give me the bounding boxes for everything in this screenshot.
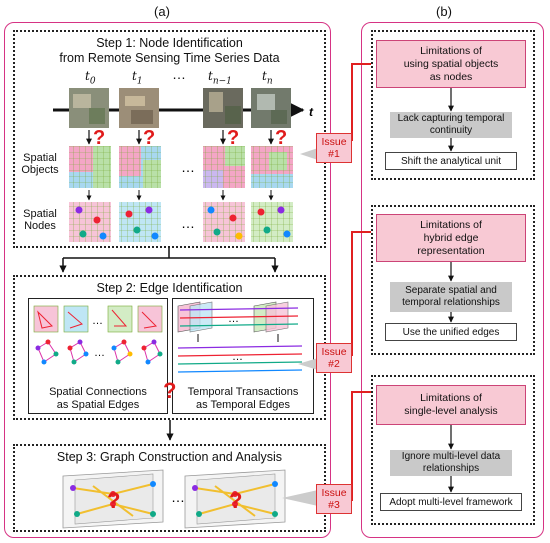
temporal-transaction-grids bbox=[177, 301, 299, 333]
ellipsis-temporal: … bbox=[228, 313, 239, 325]
limitation-1-box: Limitations of using spatial objects as … bbox=[376, 40, 526, 88]
limitation-3-box: Limitations of single-level analysis bbox=[376, 385, 526, 425]
issue-3-label: Issue#3 bbox=[316, 484, 352, 514]
question-mark-icon: ? bbox=[93, 127, 105, 149]
spatial-nodes-label: Spatial Nodes bbox=[23, 208, 57, 232]
t0-label: t0 bbox=[85, 69, 96, 87]
question-mark-icon: ? bbox=[107, 488, 120, 513]
spatial-edges-caption: Spatial Connections as Spatial Edges bbox=[49, 386, 147, 411]
ellipsis-top: … bbox=[172, 66, 186, 82]
satellite-image-tn-1 bbox=[203, 88, 243, 128]
multi-level-graph-left bbox=[62, 469, 164, 529]
ellipsis-spatial-graphs: … bbox=[94, 347, 105, 359]
limitation-2-box: Limitations of hybrid edge representatio… bbox=[376, 214, 526, 262]
spatial-node-dots bbox=[75, 206, 291, 240]
problem-1-box: Lack capturing temporal continuity bbox=[390, 112, 512, 138]
spatial-connections-grids bbox=[33, 305, 163, 333]
step2-to-step3-arrow bbox=[166, 420, 174, 441]
step1-title: Step 1: Node Identification from Remote … bbox=[59, 36, 280, 65]
step1-to-step2-arrows bbox=[59, 248, 279, 273]
issue-2-label: Issue#2 bbox=[316, 343, 352, 373]
ellipsis-spatial: … bbox=[92, 315, 103, 327]
step2-title: Step 2: Edge Identification bbox=[96, 281, 243, 295]
temporal-edges-caption: Temporal Transactions as Temporal Edges bbox=[187, 386, 299, 411]
question-mark-icon: ? bbox=[227, 127, 239, 149]
multi-level-graph-right bbox=[184, 469, 286, 529]
panel-b-label: (b) bbox=[436, 4, 452, 19]
step3-title: Step 3: Graph Construction and Analysis bbox=[56, 450, 283, 464]
solution-1-box: Shift the analytical unit bbox=[385, 152, 517, 170]
tn-1-label: tn−1 bbox=[208, 69, 232, 87]
axis-t-label: t bbox=[309, 105, 314, 119]
t1-label: t1 bbox=[132, 69, 143, 87]
ellipsis-objects: … bbox=[181, 159, 195, 175]
ellipsis-nodes: … bbox=[181, 215, 195, 231]
question-mark-icon: ? bbox=[143, 127, 155, 149]
solution-3-box: Adopt multi-level framework bbox=[380, 493, 522, 511]
panel-a-frame bbox=[4, 22, 331, 538]
question-mark-icon: ? bbox=[275, 127, 287, 149]
panel-b-frame bbox=[361, 22, 544, 538]
spatial-edge-dots bbox=[35, 339, 163, 365]
problem-3-box: Ignore multi-level data relationships bbox=[390, 450, 512, 476]
step2-graphics: … … … … bbox=[33, 301, 303, 373]
satellite-image-t1 bbox=[119, 88, 159, 128]
problem-2-box: Separate spatial and temporal relationsh… bbox=[390, 282, 512, 312]
step1-graphics: t … … ? ? ? ? bbox=[53, 88, 314, 242]
question-mark-icon: ? bbox=[163, 378, 177, 403]
question-mark-icon: ? bbox=[229, 488, 242, 513]
ellipsis-step3: … bbox=[171, 489, 185, 505]
satellite-image-t0 bbox=[69, 88, 109, 128]
spatial-objects-label: Spatial Objects bbox=[21, 152, 59, 176]
temporal-down-arrows bbox=[197, 334, 279, 342]
solution-2-box: Use the unified edges bbox=[385, 323, 517, 341]
satellite-image-tn bbox=[251, 88, 291, 128]
step3-graphics: … ? ? bbox=[62, 469, 286, 529]
tn-label: tn bbox=[262, 69, 273, 87]
temporal-edge-lines bbox=[177, 345, 303, 373]
panel-a-label: (a) bbox=[154, 4, 170, 19]
spatial-nodes-grids bbox=[69, 202, 293, 242]
issue-1-label: Issue#1 bbox=[316, 133, 352, 163]
ellipsis-temporal-lines: … bbox=[232, 351, 243, 363]
spatial-objects-grids bbox=[69, 146, 293, 188]
